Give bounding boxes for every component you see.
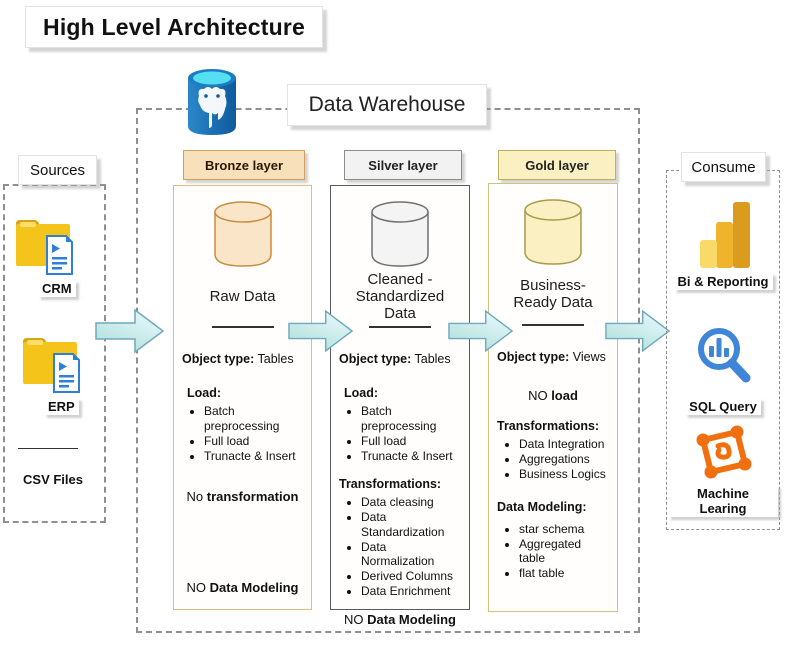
consume-label-sql: SQL Query — [672, 398, 774, 416]
powerbi-icon — [697, 200, 759, 272]
bronze-layer-header: Bronze layer — [183, 150, 305, 180]
gold-dataset-name: Business- Ready Data — [513, 277, 593, 311]
gold-transformations-label: Transformations: — [497, 419, 600, 433]
consume-label-ml: Machine Learing — [668, 485, 778, 518]
postgresql-icon — [185, 68, 239, 138]
gold-cylinder-icon — [497, 198, 609, 266]
sources-title: Sources — [29, 161, 86, 179]
list-item: Aggregations — [519, 452, 609, 467]
silver-modeling-note: NO Data Modeling — [344, 611, 456, 627]
gold-object-type: Object type: Views — [497, 350, 606, 364]
list-item: Data Normalization — [361, 540, 461, 569]
page-title-box: High Level Architecture — [25, 6, 323, 48]
bronze-name-rule — [211, 326, 274, 328]
bronze-modeling-note: NO Data Modeling — [186, 580, 299, 595]
list-item: Data cleasing — [361, 495, 461, 510]
gold-transformations-list: Data Integration Aggregations Business L… — [519, 437, 609, 482]
bronze-cylinder-icon — [182, 200, 303, 268]
silver-name-rule — [369, 326, 431, 328]
source-label-crm: CRM — [38, 280, 76, 298]
consume-title-box: Consume — [681, 152, 766, 182]
list-item: Batch preprocessing — [204, 404, 303, 433]
list-item: Full load — [361, 434, 461, 449]
sources-divider — [18, 448, 78, 449]
folder-file-icon — [14, 212, 78, 276]
gold-layer-column: Business- Ready Data Object type: Views … — [488, 183, 618, 612]
gold-modeling-label: Data Modeling: — [497, 499, 587, 514]
arrow-gold-to-consume — [605, 307, 671, 355]
data-warehouse-title: Data Warehouse — [308, 93, 466, 116]
silver-load-label: Load: — [344, 386, 379, 400]
sources-title-box: Sources — [18, 155, 97, 185]
list-item: Data Enrichment — [361, 584, 461, 599]
list-item: flat table — [519, 566, 609, 581]
silver-object-type: Object type: Tables — [339, 352, 451, 366]
data-warehouse-title-box: Data Warehouse — [287, 84, 487, 126]
silver-dataset-name: Cleaned - Standardized Data — [355, 270, 445, 322]
csv-files-label: CSV Files — [23, 472, 83, 487]
bronze-dataset-name: Raw Data — [209, 287, 276, 305]
consume-title: Consume — [691, 158, 756, 176]
bronze-load-label: Load: — [187, 386, 222, 400]
list-item: star schema — [519, 522, 609, 537]
gold-load-note: NO load — [528, 388, 578, 403]
silver-cylinder-icon — [339, 200, 461, 268]
silver-transformations-list: Data cleasing Data Standardization Data … — [361, 495, 461, 599]
arrow-silver-to-gold — [448, 308, 514, 354]
source-label-erp: ERP — [44, 398, 79, 416]
list-item: Data Standardization — [361, 510, 461, 539]
silver-layer-header: Silver layer — [344, 150, 462, 180]
arrow-bronze-to-silver — [288, 308, 354, 354]
page-title: High Level Architecture — [43, 13, 305, 40]
list-item: Business Logics — [519, 467, 609, 482]
arrow-sources-to-bronze — [95, 307, 165, 355]
bronze-object-type: Object type: Tables — [182, 352, 294, 366]
consume-label-bi: Bi & Reporting — [672, 273, 774, 291]
silver-transformations-label: Transformations: — [339, 477, 442, 491]
bronze-layer-column: Raw Data Object type: Tables Load: Batch… — [173, 185, 312, 610]
gold-name-rule — [522, 324, 584, 326]
silver-layer-column: Cleaned - Standardized Data Object type:… — [330, 185, 470, 627]
list-item: Data Integration — [519, 437, 609, 452]
sql-magnifier-icon — [692, 325, 756, 389]
sources-container — [3, 184, 106, 523]
gold-modeling-list: star schema Aggregated table flat table — [519, 522, 609, 581]
folder-file-icon — [21, 330, 85, 394]
list-item: Trunacte & Insert — [361, 449, 461, 464]
list-item: Trunacte & Insert — [204, 449, 303, 464]
list-item: Batch preprocessing — [361, 404, 461, 433]
list-item: Aggregated table — [519, 537, 609, 566]
list-item: Derived Columns — [361, 569, 461, 584]
bronze-load-list: Batch preprocessing Full load Trunacte &… — [204, 404, 303, 463]
list-item: Full load — [204, 434, 303, 449]
bronze-transformation-note: No transformation — [186, 489, 299, 504]
silver-load-list: Batch preprocessing Full load Trunacte &… — [361, 404, 461, 463]
machine-learning-icon — [688, 424, 754, 486]
gold-layer-header: Gold layer — [498, 150, 616, 180]
